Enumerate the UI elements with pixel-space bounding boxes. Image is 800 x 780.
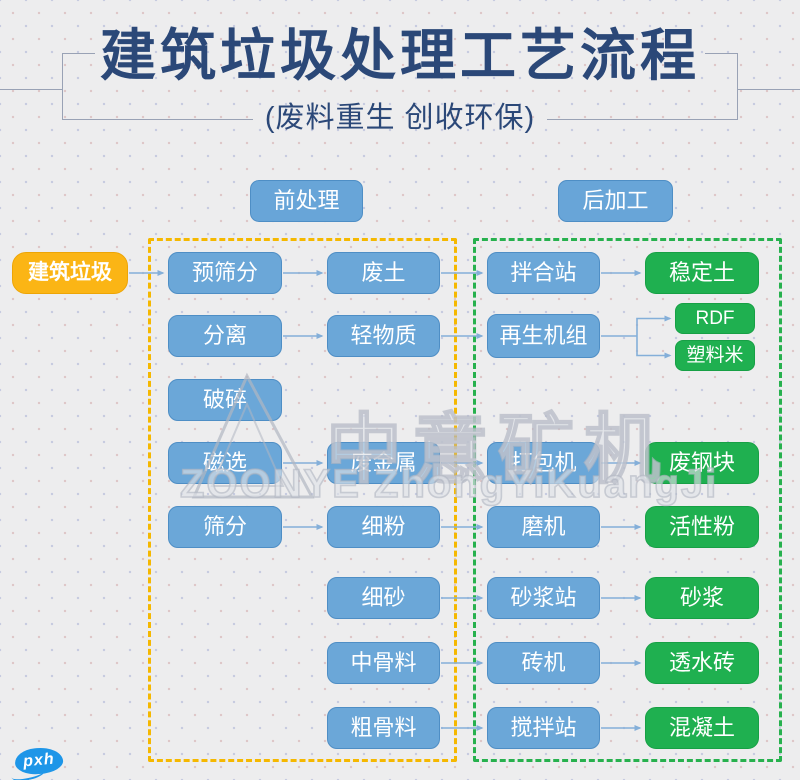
header-decor-line	[62, 53, 95, 54]
header-decor-line	[0, 89, 62, 90]
group-postprocess-dashed-box	[473, 238, 782, 762]
flow-node-cugualiao: 粗骨料	[327, 707, 440, 749]
flow-node-rdf: RDF	[675, 303, 755, 334]
section-label-pre: 前处理	[250, 180, 363, 222]
header-decor-line	[738, 89, 800, 90]
flow-node-dabaoji: 打包机	[487, 442, 600, 484]
flow-node-toushuizhuan: 透水砖	[645, 642, 759, 684]
header-decor-line	[62, 53, 63, 119]
flow-node-jiaobanzhan: 搅拌站	[487, 707, 600, 749]
flow-node-suliaomi: 塑料米	[675, 340, 755, 371]
flow-node-zhuanji: 砖机	[487, 642, 600, 684]
flow-node-fenli: 分离	[168, 315, 282, 357]
flow-node-shajiangzhan: 砂浆站	[487, 577, 600, 619]
header-decor-line	[705, 53, 738, 54]
flow-node-cixuan: 磁选	[168, 442, 282, 484]
flow-node-hunningtu: 混凝土	[645, 707, 759, 749]
group-preprocess-dashed-box	[148, 238, 457, 762]
flow-node-yushaifen: 预筛分	[168, 252, 282, 294]
header-decor-line	[62, 119, 253, 120]
flow-node-zhonggualiao: 中骨料	[327, 642, 440, 684]
page-subtitle: (废料重生 创收环保)	[264, 102, 536, 134]
flow-node-banhezhan: 拌合站	[487, 252, 600, 294]
flow-node-jianzhulaji: 建筑垃圾	[12, 252, 128, 294]
header-decor-line	[547, 119, 738, 120]
flow-node-feijinshu: 废金属	[327, 442, 440, 484]
flow-node-shaifen: 筛分	[168, 506, 282, 548]
flow-node-zaishengjizu: 再生机组	[487, 314, 600, 358]
pxh-logo: pxh	[13, 745, 65, 777]
header-decor-line	[737, 53, 738, 119]
flow-node-feigangkuai: 废钢块	[645, 442, 759, 484]
flow-node-wendingtu: 稳定土	[645, 252, 759, 294]
flow-node-xifen: 细粉	[327, 506, 440, 548]
section-label-post: 后加工	[558, 180, 673, 222]
flow-node-feitu: 废土	[327, 252, 440, 294]
flow-node-moji: 磨机	[487, 506, 600, 548]
flow-node-posui: 破碎	[168, 379, 282, 421]
flow-node-shajiang: 砂浆	[645, 577, 759, 619]
flow-node-xisha: 细砂	[327, 577, 440, 619]
flow-node-huoxingfen: 活性粉	[645, 506, 759, 548]
page-title: 建筑垃圾处理工艺流程	[100, 24, 700, 87]
flow-node-qingwuzhi: 轻物质	[327, 315, 440, 357]
